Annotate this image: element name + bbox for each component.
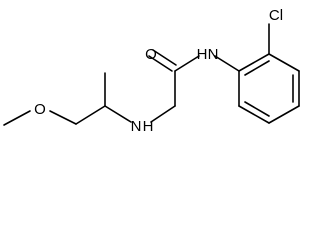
bond-ch2-ch [75, 105, 106, 125]
atom-label-amine-hydrogen: H [143, 118, 154, 135]
ring-bond-5 [238, 105, 270, 124]
bond-lines [3, 23, 300, 126]
atom-label-ether-oxygen: O [34, 101, 46, 118]
atom-label-amine-nitrogen: N [131, 118, 142, 135]
atom-label-carbonyl-oxygen: O [145, 46, 157, 63]
ring-bond-1 [238, 53, 270, 72]
ring-inner-3 [244, 101, 270, 117]
bond-nh-ch2 [150, 105, 176, 123]
bond-n-ring [214, 55, 240, 72]
bond-co-n [174, 55, 200, 72]
bond-methyl-o [3, 110, 31, 126]
ring-bond-4 [268, 105, 300, 124]
atom-labels: O H N Cl N H O [34, 7, 283, 135]
atom-label-chlorine: Cl [269, 7, 283, 24]
bond-co-double-1 [148, 55, 173, 72]
ring-bond-2 [268, 53, 300, 72]
atom-label-amide-hydrogen: H [197, 46, 208, 63]
bond-o-ch2 [49, 110, 77, 125]
bond-co-double-2 [152, 49, 177, 66]
bond-ch-nh [104, 105, 132, 123]
atom-label-amide-nitrogen: N [208, 46, 219, 63]
ring-inner-1 [244, 60, 270, 76]
chemical-structure: O H N Cl N H O [3, 7, 300, 135]
